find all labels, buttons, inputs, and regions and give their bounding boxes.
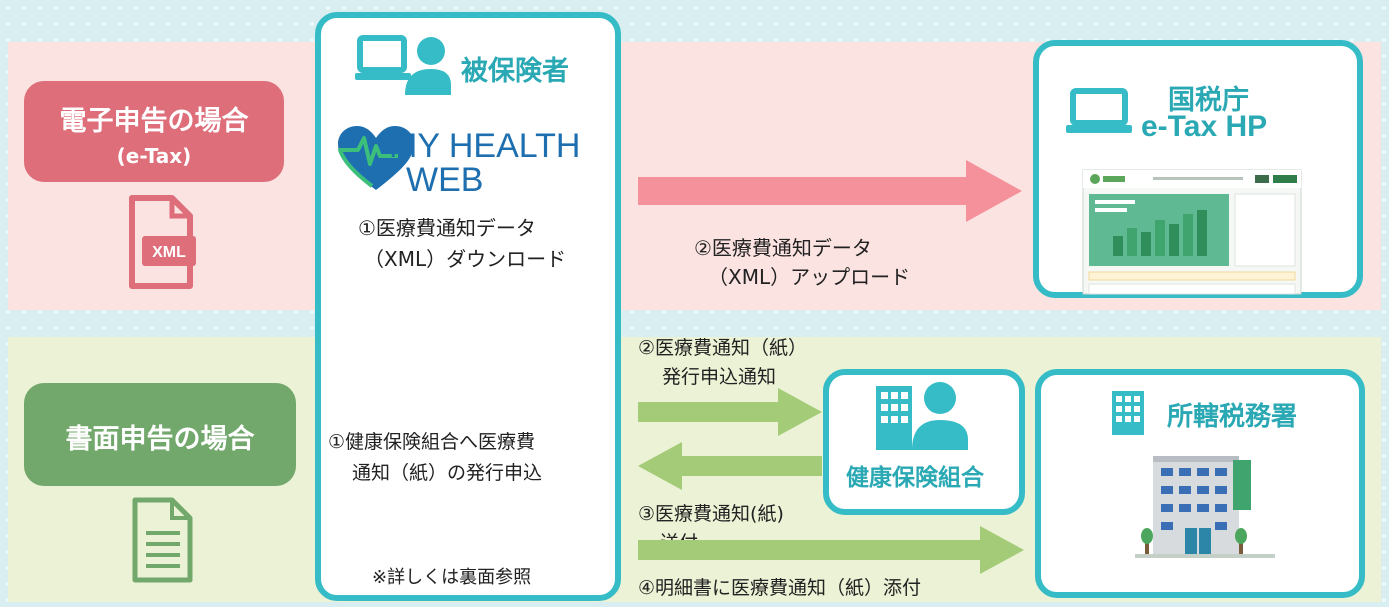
heart-logo-icon	[338, 126, 414, 190]
document-icon	[132, 497, 193, 583]
send-line1: ③医療費通知(紙)	[638, 503, 784, 525]
step1-electronic-line1: ①医療費通知データ	[358, 216, 536, 240]
nta-etax-panel	[1033, 40, 1363, 298]
send-arrow	[638, 442, 822, 490]
upload-line1: ②医療費通知データ	[694, 236, 872, 260]
step1-paper-line2: 通知（紙）の発行申込	[352, 462, 543, 484]
step1-paper-line1: ①健康保険組合へ医療費	[328, 431, 536, 453]
laptop-icon	[1066, 88, 1132, 133]
xml-file-icon: XML	[129, 195, 196, 289]
laptop-user-icon	[355, 35, 451, 95]
upload-arrow	[638, 160, 1022, 222]
logo-line2: WEB	[406, 161, 484, 199]
attach-label: ④明細書に医療費通知（紙）添付	[638, 577, 922, 599]
etax-website-screenshot	[1082, 169, 1302, 295]
step1-electronic-line2: （XML）ダウンロード	[364, 247, 567, 271]
tax-office-title: 所轄税務署	[1167, 402, 1298, 432]
building-user-icon	[876, 382, 968, 450]
building-icon	[1112, 391, 1144, 435]
logo-line1: MY HEALTH	[389, 127, 581, 165]
request-line2: 発行申込通知	[662, 366, 777, 388]
request-arrow	[638, 388, 822, 436]
health-insurance-association-title: 健康保険組合	[846, 465, 984, 491]
request-line1: ②医療費通知（紙）	[638, 337, 808, 359]
electronic-filing-subtitle: (e-Tax)	[116, 144, 192, 168]
upload-line2: （XML）アップロード	[708, 265, 911, 289]
tax-office-building-illustration	[1135, 456, 1275, 558]
insured-person-panel	[315, 12, 621, 601]
xml-badge-text: XML	[152, 244, 186, 261]
nta-title: 国税庁	[1168, 85, 1249, 116]
insured-title: 被保険者	[461, 56, 569, 87]
electronic-filing-title: 電子申告の場合	[59, 106, 249, 137]
etax-hp-title: e-Tax HP	[1141, 110, 1268, 143]
electronic-filing-label: 電子申告の場合 (e-Tax)	[24, 81, 284, 182]
paper-filing-label: 書面申告の場合	[24, 383, 296, 486]
insured-note: ※詳しくは裏面参照	[372, 567, 532, 588]
paper-filing-title: 書面申告の場合	[65, 424, 255, 455]
attach-arrow	[638, 526, 1024, 574]
